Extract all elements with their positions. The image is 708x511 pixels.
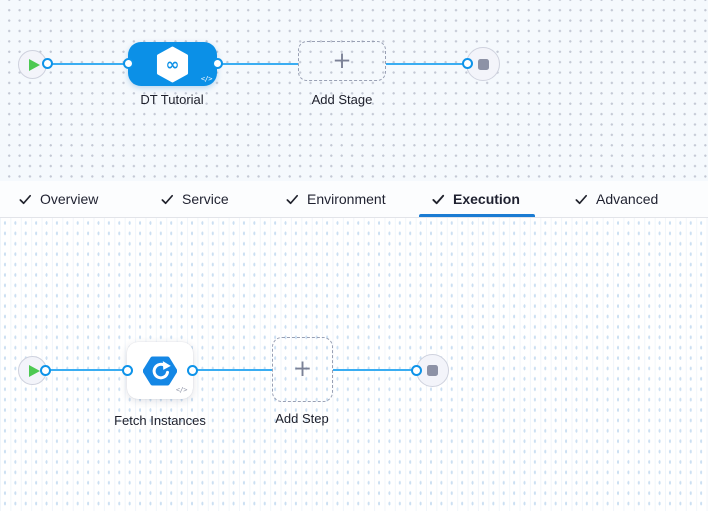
code-icon: </> bbox=[175, 386, 188, 394]
add-step-label: Add Step bbox=[275, 411, 329, 426]
stage-pipeline-canvas[interactable]: ∞ </> DT Tutorial + Add Stage bbox=[0, 0, 708, 181]
step-node-in-port bbox=[121, 364, 133, 376]
check-icon bbox=[575, 194, 588, 204]
edge-start-to-stage bbox=[47, 62, 128, 65]
tab-label: Service bbox=[182, 191, 229, 207]
step-node-out-port bbox=[186, 364, 198, 376]
check-icon bbox=[432, 194, 445, 204]
active-tab-underline bbox=[419, 214, 535, 217]
check-icon bbox=[286, 194, 299, 204]
svg-text:∞: ∞ bbox=[166, 54, 180, 73]
edge-start-to-step bbox=[45, 369, 127, 371]
tab-execution[interactable]: Execution bbox=[419, 181, 535, 217]
add-stage-button[interactable]: + bbox=[298, 41, 386, 81]
tab-advanced[interactable]: Advanced bbox=[574, 181, 658, 217]
step-label: Fetch Instances bbox=[114, 413, 206, 428]
tab-environment[interactable]: Environment bbox=[285, 181, 386, 217]
edge-addstage-to-end bbox=[386, 62, 467, 65]
execution-step-canvas[interactable]: </> Fetch Instances + Add Step bbox=[0, 218, 708, 511]
edge-step-to-addstep bbox=[192, 369, 272, 371]
edge-addstep-to-end bbox=[333, 369, 416, 371]
tab-label: Overview bbox=[40, 191, 99, 207]
end-node-in-port bbox=[410, 364, 422, 376]
code-icon: </> bbox=[200, 75, 213, 83]
tab-overview[interactable]: Overview bbox=[18, 181, 98, 217]
tab-label: Environment bbox=[307, 191, 386, 207]
stage-node-out-port bbox=[211, 58, 223, 69]
end-node-in-port bbox=[461, 58, 473, 69]
tab-label: Advanced bbox=[596, 191, 659, 207]
stage-config-tab-bar: Overview Service Environment Execution A… bbox=[0, 181, 708, 218]
step-node-fetch-instances[interactable]: </> bbox=[127, 342, 193, 399]
play-icon bbox=[28, 58, 40, 71]
stage-node-in-port bbox=[122, 58, 134, 69]
add-step-button[interactable]: + bbox=[272, 337, 333, 402]
add-stage-label: Add Stage bbox=[311, 92, 373, 107]
stage-node-dt-tutorial[interactable]: ∞ </> bbox=[128, 42, 217, 86]
plus-icon: + bbox=[292, 356, 313, 382]
tab-label: Execution bbox=[453, 191, 520, 207]
edge-stage-to-addstage bbox=[217, 62, 298, 65]
plus-icon: + bbox=[332, 47, 352, 74]
stage-label: DT Tutorial bbox=[140, 92, 204, 107]
start-node-out-port bbox=[41, 58, 53, 69]
stop-icon bbox=[427, 365, 438, 376]
cd-hexagon-icon: ∞ bbox=[156, 46, 189, 83]
check-icon bbox=[19, 194, 32, 204]
tab-service[interactable]: Service bbox=[160, 181, 229, 217]
stop-icon bbox=[477, 58, 489, 70]
fetch-instances-step-icon bbox=[143, 355, 177, 386]
check-icon bbox=[161, 194, 174, 204]
start-node-out-port bbox=[39, 364, 51, 376]
play-icon bbox=[28, 364, 40, 377]
